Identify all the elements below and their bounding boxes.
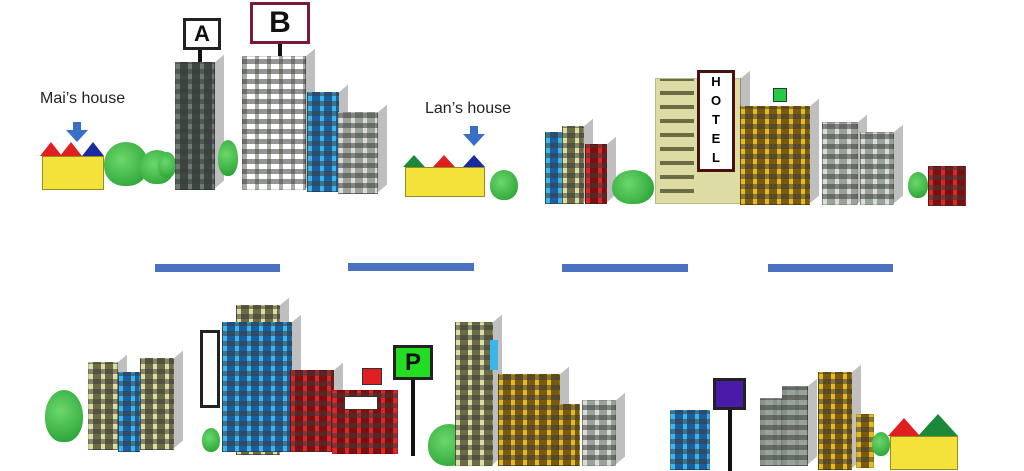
lan-house-label: Lan’s house xyxy=(425,100,511,117)
houses xyxy=(888,414,960,470)
tree xyxy=(612,170,654,204)
building xyxy=(860,124,903,205)
sign-b: B xyxy=(250,2,310,44)
tree xyxy=(218,140,238,176)
shop-sign xyxy=(344,396,378,410)
green-sign xyxy=(773,88,787,102)
mai-arrow-stem xyxy=(73,122,81,130)
building xyxy=(558,404,580,466)
building xyxy=(760,398,782,466)
building xyxy=(782,378,817,466)
sign-pole xyxy=(278,44,282,56)
building xyxy=(585,136,616,204)
building xyxy=(338,104,387,194)
building xyxy=(582,392,625,466)
building xyxy=(498,366,569,466)
parking-sign: P xyxy=(393,345,433,380)
building xyxy=(562,118,593,204)
tree xyxy=(202,428,220,452)
building xyxy=(290,362,343,452)
lan-arrow-stem xyxy=(470,126,478,134)
red-sign xyxy=(362,368,382,385)
building-a xyxy=(175,54,224,190)
building xyxy=(222,314,301,452)
tree xyxy=(908,172,928,198)
building xyxy=(670,410,710,470)
white-sign xyxy=(200,330,220,408)
building xyxy=(307,84,348,192)
hotel-sign: HOTEL xyxy=(697,70,735,172)
road-dash xyxy=(768,264,893,272)
blue-strip xyxy=(490,340,498,370)
building xyxy=(822,114,867,205)
building xyxy=(455,314,502,466)
road-dash xyxy=(155,264,280,272)
lan-house-arrow-icon xyxy=(463,134,485,146)
building xyxy=(118,372,140,452)
lan-house xyxy=(403,155,487,197)
sign-pole xyxy=(411,380,415,456)
building xyxy=(856,414,874,468)
road-dash xyxy=(348,263,474,271)
sign-pole xyxy=(198,50,202,62)
mai-house-arrow-icon xyxy=(66,130,88,142)
sign-a: A xyxy=(183,18,221,50)
building xyxy=(740,98,819,205)
tree xyxy=(490,170,518,200)
building xyxy=(140,350,183,450)
building xyxy=(818,364,861,470)
purple-sign xyxy=(713,378,746,410)
mai-house-label: Mai’s house xyxy=(40,90,126,107)
tree xyxy=(158,152,176,178)
building xyxy=(928,166,966,206)
building xyxy=(88,354,127,450)
mai-house xyxy=(40,142,106,192)
tree xyxy=(872,432,890,456)
building-b xyxy=(242,48,315,190)
road-dash xyxy=(562,264,688,272)
sign-pole xyxy=(728,410,732,471)
tree xyxy=(45,390,83,442)
